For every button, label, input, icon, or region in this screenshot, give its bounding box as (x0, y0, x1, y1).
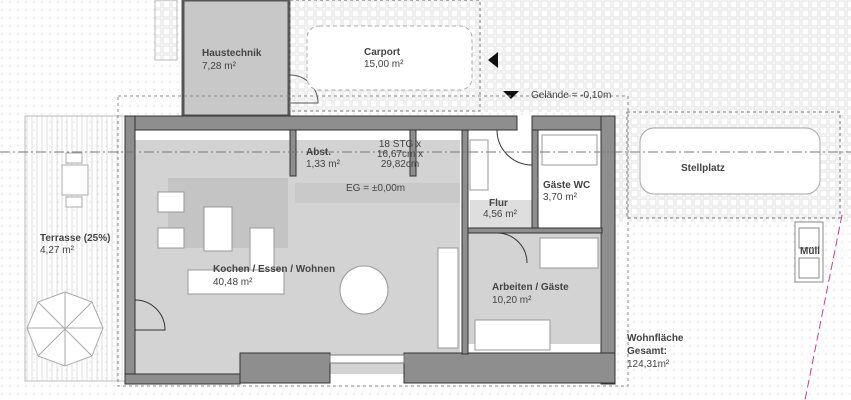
stellplatz-outline (626, 111, 841, 219)
car-icon (639, 127, 821, 195)
area-gaeste-wc: 3,70 m² (543, 192, 578, 203)
level-gelaende: Gelände = -0,10m (531, 90, 611, 101)
area-flur: 4,56 m² (483, 209, 518, 220)
label-stellplatz: Stellplatz (681, 163, 725, 174)
label-terrasse: Terrasse (25%) (40, 233, 110, 244)
landing (295, 183, 460, 203)
stairs-line2: 16,67cm x (377, 149, 423, 160)
level-marker-icon (503, 91, 519, 99)
window (329, 354, 405, 364)
label-arbeiten: Arbeiten / Gäste (492, 282, 569, 293)
label-flur: Flur (489, 198, 508, 209)
plot-outline (117, 95, 629, 387)
car-icon (306, 25, 473, 91)
paving-strip (154, 0, 178, 61)
area-kochen: 40,48 m² (213, 277, 253, 288)
stairs-line3: 29,82cm (381, 159, 419, 170)
area-terrasse: 4,27 m² (40, 245, 75, 256)
door-icon (496, 232, 528, 264)
property-line (804, 214, 843, 400)
umbrella-icon (26, 291, 104, 367)
summary-line1: Wohnfläche (627, 333, 684, 344)
area-arbeiten: 10,20 m² (492, 295, 532, 306)
summary-line2: Gesamt: (627, 346, 667, 357)
door-icon (496, 129, 533, 166)
room-haustechnik (181, 0, 291, 118)
door-icon (134, 299, 166, 331)
label-gaeste-wc: Gäste WC (543, 180, 590, 191)
entrance-arrow-icon (488, 52, 498, 68)
room-flur-floor (470, 200, 532, 230)
carport-outline (289, 0, 481, 112)
label-haustechnik: Haustechnik (202, 48, 262, 59)
label-kochen: Kochen / Essen / Wohnen (213, 264, 335, 275)
patio-table-icon (61, 152, 89, 208)
label-muell: Müll (800, 246, 820, 257)
area-abst: 1,33 m² (306, 159, 341, 170)
area-carport: 15,00 m² (364, 59, 404, 70)
label-carport: Carport (364, 47, 401, 58)
label-abst: Abst. (306, 147, 331, 158)
level-eg: EG = ±0,00m (346, 183, 405, 194)
area-haustechnik: 7,28 m² (202, 61, 237, 72)
dining-table (339, 265, 389, 315)
walls (124, 115, 616, 385)
stairs-line1: 18 STG x (379, 139, 421, 150)
summary-total: 124,31m² (627, 359, 670, 370)
bin-icon (794, 221, 824, 283)
